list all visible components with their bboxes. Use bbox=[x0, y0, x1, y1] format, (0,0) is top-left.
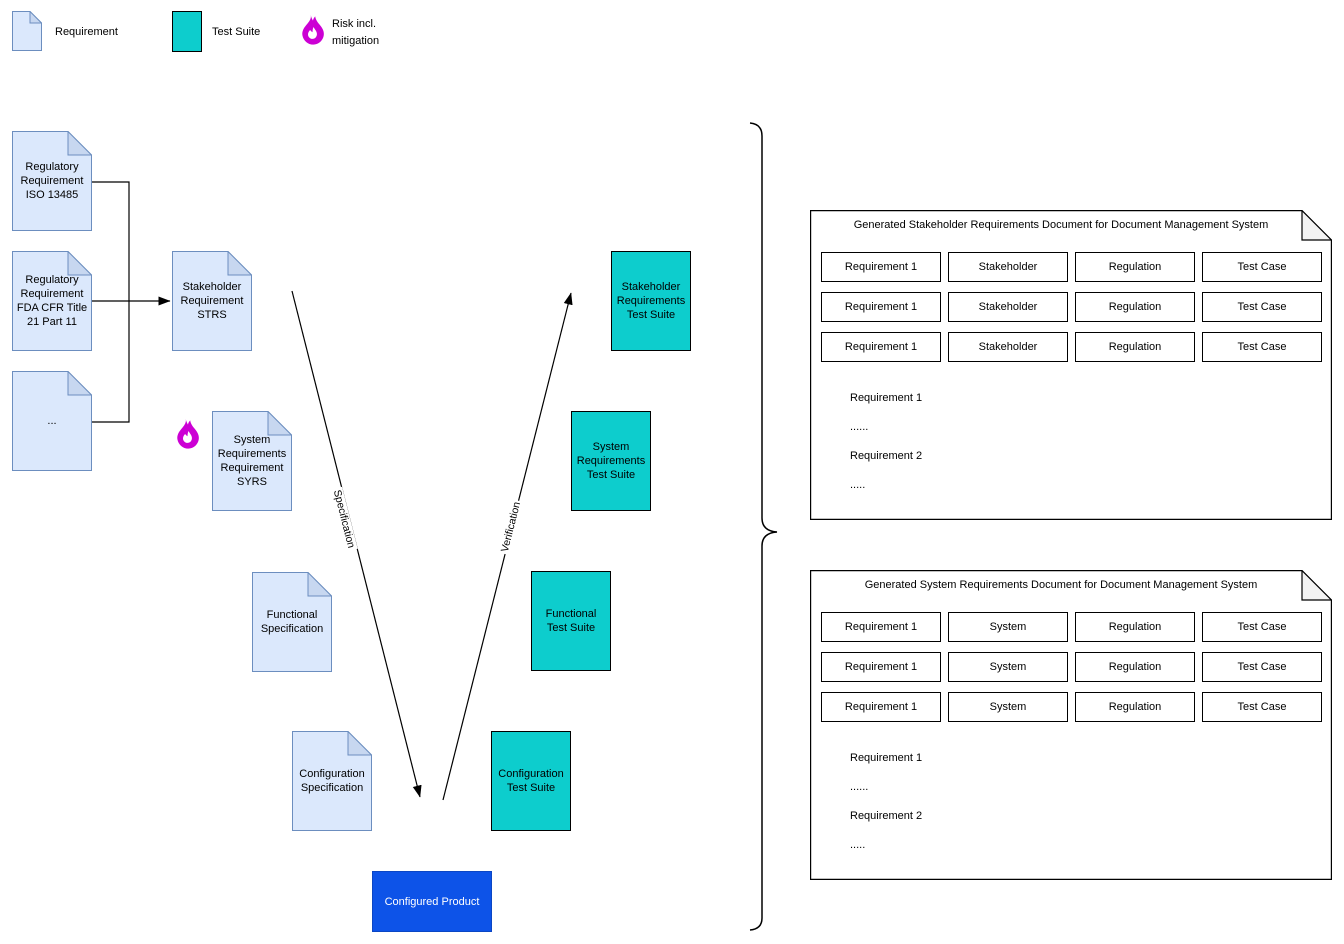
doc-shape bbox=[12, 371, 92, 471]
doc-regulatory-fda: Regulatory Requirement FDA CFR Title 21 … bbox=[12, 251, 92, 351]
table-cell: Regulation bbox=[1075, 332, 1195, 362]
table-cell: Requirement 1 bbox=[821, 252, 941, 282]
body-line: Requirement 2 bbox=[850, 810, 923, 822]
table-cell: Test Case bbox=[1202, 612, 1322, 642]
table-row: Requirement 1 System Regulation Test Cas… bbox=[821, 612, 1322, 642]
table-cell: Stakeholder bbox=[948, 252, 1068, 282]
specification-edge-label: Specification bbox=[330, 486, 358, 552]
risk-flame-icon bbox=[177, 419, 199, 449]
body-line: Requirement 1 bbox=[850, 392, 923, 404]
table-cell: Test Case bbox=[1202, 292, 1322, 322]
risk-flame-icon bbox=[302, 15, 324, 45]
panel-title: Generated Stakeholder Requirements Docum… bbox=[853, 219, 1269, 231]
doc-shape bbox=[252, 572, 332, 672]
doc-regulatory-iso: Regulatory Requirement ISO 13485 bbox=[12, 131, 92, 231]
panel-doc-shape bbox=[810, 210, 1332, 520]
table-cell: Stakeholder bbox=[948, 332, 1068, 362]
body-line: ..... bbox=[850, 479, 866, 491]
table-cell: Requirement 1 bbox=[821, 292, 941, 322]
doc-system-syrs: System Requirements Requirement SYRS bbox=[212, 411, 292, 511]
doc-shape bbox=[12, 131, 92, 231]
grouping-brace bbox=[749, 122, 778, 931]
doc-shape bbox=[172, 251, 252, 351]
doc-label: Functional Specification bbox=[260, 609, 324, 635]
suite-stakeholder-requirements: Stakeholder Requirements Test Suite bbox=[611, 251, 691, 351]
suite-system-requirements: System Requirements Test Suite bbox=[571, 411, 651, 511]
legend-requirement-label: Requirement bbox=[55, 26, 118, 38]
requirement-doc-icon bbox=[12, 11, 42, 51]
body-line: Requirement 1 bbox=[850, 752, 923, 764]
table-cell: Requirement 1 bbox=[821, 652, 941, 682]
body-line: ...... bbox=[850, 421, 869, 433]
body-line: Requirement 2 bbox=[850, 450, 923, 462]
legend-risk-label: Risk incl. mitigation bbox=[332, 18, 380, 47]
doc-shape bbox=[292, 731, 372, 831]
regulatory-connector bbox=[92, 181, 130, 423]
table-cell: Test Case bbox=[1202, 652, 1322, 682]
table-row: Requirement 1 Stakeholder Regulation Tes… bbox=[821, 332, 1322, 362]
table-row: Requirement 1 Stakeholder Regulation Tes… bbox=[821, 292, 1322, 322]
test-suite-swatch bbox=[172, 11, 202, 52]
table-cell: Requirement 1 bbox=[821, 612, 941, 642]
doc-label: Regulatory Requirement FDA CFR Title 21 … bbox=[16, 274, 88, 328]
doc-label: Regulatory Requirement ISO 13485 bbox=[20, 161, 84, 201]
table-cell: System bbox=[948, 692, 1068, 722]
table-cell: Stakeholder bbox=[948, 292, 1068, 322]
table-row: Requirement 1 System Regulation Test Cas… bbox=[821, 652, 1322, 682]
table-cell: Test Case bbox=[1202, 252, 1322, 282]
table-cell: Requirement 1 bbox=[821, 692, 941, 722]
table-row: Requirement 1 System Regulation Test Cas… bbox=[821, 692, 1322, 722]
doc-label: System Requirements Requirement SYRS bbox=[217, 434, 287, 488]
generated-system-requirements-panel: Generated System Requirements Document f… bbox=[810, 570, 1332, 880]
generated-stakeholder-requirements-panel: Generated Stakeholder Requirements Docum… bbox=[810, 210, 1332, 520]
table-cell: System bbox=[948, 612, 1068, 642]
doc-shape bbox=[212, 411, 292, 511]
suite-configuration: Configuration Test Suite bbox=[491, 731, 571, 831]
table-cell: Regulation bbox=[1075, 252, 1195, 282]
panel-doc-shape bbox=[810, 570, 1332, 880]
body-line: ...... bbox=[850, 781, 869, 793]
doc-configuration-spec: Configuration Specification bbox=[292, 731, 372, 831]
table-cell: Test Case bbox=[1202, 332, 1322, 362]
panel-title: Generated System Requirements Document f… bbox=[864, 579, 1258, 591]
doc-stakeholder-strs: Stakeholder Requirement STRS bbox=[172, 251, 252, 351]
doc-label: ... bbox=[47, 415, 57, 427]
doc-label: Configuration Specification bbox=[299, 768, 365, 794]
table-row: Requirement 1 Stakeholder Regulation Tes… bbox=[821, 252, 1322, 282]
table-cell: Regulation bbox=[1075, 652, 1195, 682]
legend-test-suite-label: Test Suite bbox=[212, 26, 261, 38]
body-line: ..... bbox=[850, 839, 866, 851]
table-cell: Regulation bbox=[1075, 292, 1195, 322]
doc-regulatory-more: ... bbox=[12, 371, 92, 471]
table-cell: Regulation bbox=[1075, 612, 1195, 642]
configured-product-box: Configured Product bbox=[372, 871, 492, 932]
suite-functional: Functional Test Suite bbox=[531, 571, 611, 671]
table-cell: Regulation bbox=[1075, 692, 1195, 722]
table-cell: System bbox=[948, 652, 1068, 682]
table-cell: Test Case bbox=[1202, 692, 1322, 722]
doc-functional-spec: Functional Specification bbox=[252, 572, 332, 672]
table-cell: Requirement 1 bbox=[821, 332, 941, 362]
doc-label: Stakeholder Requirement STRS bbox=[180, 281, 244, 321]
doc-shape bbox=[12, 251, 92, 351]
verification-edge-label: Verification bbox=[498, 498, 524, 556]
